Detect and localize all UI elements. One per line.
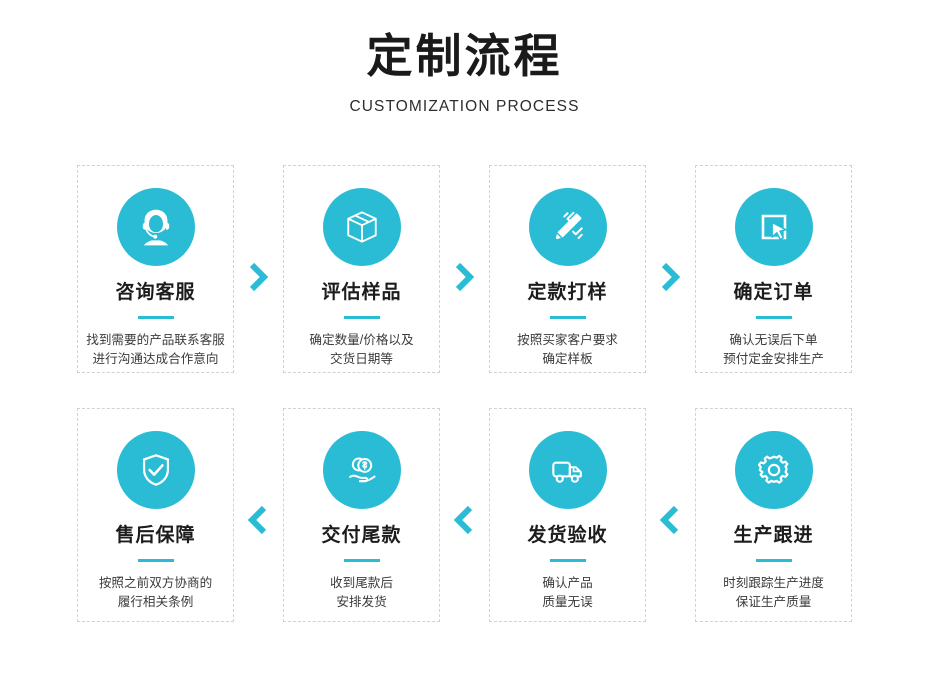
chevron-left-icon (440, 496, 488, 544)
page-title: 定制流程 (366, 30, 563, 82)
desc-line-2: 确定样板 (542, 352, 593, 367)
title-divider (343, 315, 380, 319)
desc-line-1: 确认无误后下单 (729, 332, 818, 347)
process-step-card[interactable]: 生产跟进 时刻跟踪生产进度 保证生产质量 (695, 408, 852, 622)
step-title: 定款打样 (527, 282, 608, 303)
step-description: 找到需要的产品联系客服 进行沟通达成合作意向 (78, 331, 233, 370)
step-title: 交付尾款 (321, 525, 402, 546)
chevron-right-icon (646, 253, 694, 301)
step-description: 收到尾款后 安排发货 (284, 574, 439, 613)
step-title: 评估样品 (321, 282, 402, 303)
pencil-design-icon (528, 188, 607, 266)
step-title: 咨询客服 (115, 282, 196, 303)
shield-check-icon (116, 431, 195, 509)
desc-line-2: 安排发货 (336, 595, 387, 610)
chevron-left-icon (646, 496, 694, 544)
step-title: 确定订单 (733, 282, 814, 303)
process-step-card[interactable]: 咨询客服 找到需要的产品联系客服 进行沟通达成合作意向 (77, 165, 234, 373)
desc-line-2: 交货日期等 (330, 352, 393, 367)
desc-line-1: 确认产品 (542, 575, 593, 590)
chevron-left-icon (234, 496, 282, 544)
desc-line-2: 预付定金安排生产 (723, 352, 824, 367)
page-subtitle: CUSTOMIZATION PROCESS (349, 97, 580, 115)
title-divider (549, 558, 586, 562)
box-package-icon (322, 188, 401, 266)
process-step-card[interactable]: 发货验收 确认产品 质量无误 (489, 408, 646, 622)
process-step-card[interactable]: 确定订单 确认无误后下单 预付定金安排生产 (695, 165, 852, 373)
desc-line-1: 时刻跟踪生产进度 (723, 575, 824, 590)
title-divider (755, 558, 792, 562)
title-divider (549, 315, 586, 319)
step-title: 售后保障 (115, 525, 196, 546)
step-title: 生产跟进 (733, 525, 814, 546)
header: 定制流程 CUSTOMIZATION PROCESS (0, 28, 929, 116)
process-step-card[interactable]: 交付尾款 收到尾款后 安排发货 (283, 408, 440, 622)
process-step-card[interactable]: 定款打样 按照买家客户要求 确定样板 (489, 165, 646, 373)
process-row-top: 咨询客服 找到需要的产品联系客服 进行沟通达成合作意向 评估样 (77, 165, 852, 373)
chevron-right-icon (440, 253, 488, 301)
desc-line-1: 按照买家客户要求 (517, 332, 618, 347)
desc-line-2: 保证生产质量 (735, 595, 812, 610)
process-step-card[interactable]: 评估样品 确定数量/价格以及 交货日期等 (283, 165, 440, 373)
customer-service-icon (116, 188, 195, 266)
process-row-bottom: 售后保障 按照之前双方协商的 履行相关条例 (77, 408, 852, 622)
step-description: 按照之前双方协商的 履行相关条例 (78, 574, 233, 613)
desc-line-1: 确定数量/价格以及 (309, 332, 414, 347)
delivery-truck-icon (528, 431, 607, 509)
title-divider (137, 315, 174, 319)
desc-line-1: 按照之前双方协商的 (98, 575, 213, 590)
process-step-card[interactable]: 售后保障 按照之前双方协商的 履行相关条例 (77, 408, 234, 622)
step-title: 发货验收 (527, 525, 608, 546)
step-description: 确认产品 质量无误 (490, 574, 645, 613)
desc-line-2: 质量无误 (542, 595, 593, 610)
desc-line-2: 进行沟通达成合作意向 (92, 352, 219, 367)
step-description: 时刻跟踪生产进度 保证生产质量 (696, 574, 851, 613)
desc-line-1: 收到尾款后 (330, 575, 393, 590)
step-description: 确认无误后下单 预付定金安排生产 (696, 331, 851, 370)
process-grid: 咨询客服 找到需要的产品联系客服 进行沟通达成合作意向 评估样 (77, 165, 852, 622)
chevron-right-icon (234, 253, 282, 301)
step-description: 按照买家客户要求 确定样板 (490, 331, 645, 370)
gear-settings-icon (734, 431, 813, 509)
hand-coins-icon (322, 431, 401, 509)
title-divider (137, 558, 174, 562)
step-description: 确定数量/价格以及 交货日期等 (284, 331, 439, 370)
desc-line-2: 履行相关条例 (117, 595, 194, 610)
cursor-click-icon (734, 188, 813, 266)
title-divider (755, 315, 792, 319)
title-divider (343, 558, 380, 562)
desc-line-1: 找到需要的产品联系客服 (86, 332, 225, 347)
